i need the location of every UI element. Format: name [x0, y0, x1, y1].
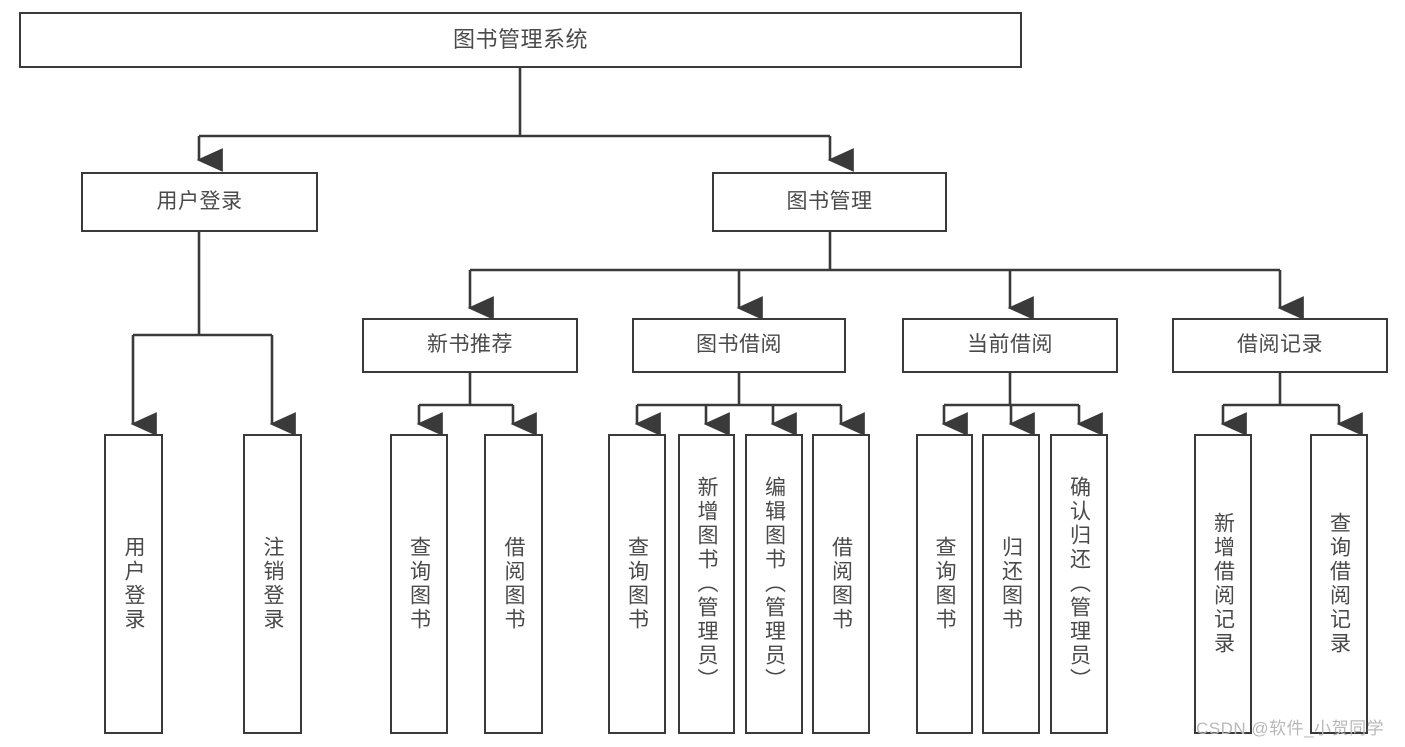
leaf-query-book-1[interactable]: 查询图书: [390, 434, 448, 734]
node-label: 用户登录: [156, 189, 243, 213]
leaf-borrow-book-1[interactable]: 借阅图书: [484, 434, 543, 734]
node-label: 归还图书: [999, 536, 1023, 632]
node-label: 查询借阅记录: [1327, 512, 1351, 656]
node-label: 借阅记录: [1237, 333, 1323, 357]
leaf-add-borrow-record[interactable]: 新增借阅记录: [1194, 434, 1252, 734]
node-user-login[interactable]: 用户登录: [81, 172, 318, 232]
leaf-add-book-admin[interactable]: 新增图书（管理员）: [678, 434, 735, 734]
node-book-borrow[interactable]: 图书借阅: [632, 318, 846, 373]
node-root-system[interactable]: 图书管理系统: [19, 12, 1022, 68]
node-label: 图书管理: [786, 189, 873, 213]
leaf-edit-book-admin[interactable]: 编辑图书（管理员）: [745, 434, 803, 734]
leaf-query-book-3[interactable]: 查询图书: [916, 434, 973, 734]
node-label: 编辑图书（管理员）: [762, 476, 786, 692]
node-current-borrow[interactable]: 当前借阅: [902, 318, 1118, 373]
node-label: 借阅图书: [502, 536, 525, 632]
node-label: 图书借阅: [696, 333, 782, 357]
node-label: 查询图书: [933, 536, 956, 632]
leaf-logout-login[interactable]: 注销登录: [243, 434, 302, 734]
node-label: 借阅图书: [829, 536, 853, 632]
node-label: 查询图书: [625, 536, 649, 632]
node-label: 新增借阅记录: [1211, 512, 1235, 656]
node-new-book-recommend[interactable]: 新书推荐: [362, 318, 578, 373]
leaf-confirm-return-admin[interactable]: 确认归还（管理员）: [1050, 434, 1108, 734]
leaf-query-book-2[interactable]: 查询图书: [608, 434, 666, 734]
node-label: 新增图书（管理员）: [695, 476, 718, 692]
leaf-return-book[interactable]: 归还图书: [982, 434, 1040, 734]
node-label: 图书管理系统: [452, 27, 588, 53]
node-label: 注销登录: [261, 536, 284, 632]
node-label: 确认归还（管理员）: [1067, 476, 1091, 692]
node-label: 用户登录: [122, 536, 145, 632]
node-label: 查询图书: [407, 536, 431, 632]
node-book-management[interactable]: 图书管理: [712, 172, 947, 232]
leaf-query-borrow-record[interactable]: 查询借阅记录: [1310, 434, 1368, 734]
node-label: 新书推荐: [427, 333, 513, 357]
node-borrow-record[interactable]: 借阅记录: [1172, 318, 1388, 373]
leaf-user-login[interactable]: 用户登录: [104, 434, 163, 734]
node-label: 当前借阅: [967, 333, 1053, 357]
csdn-watermark: CSDN @软件_小贺同学: [1196, 719, 1385, 738]
leaf-borrow-book-2[interactable]: 借阅图书: [812, 434, 870, 734]
